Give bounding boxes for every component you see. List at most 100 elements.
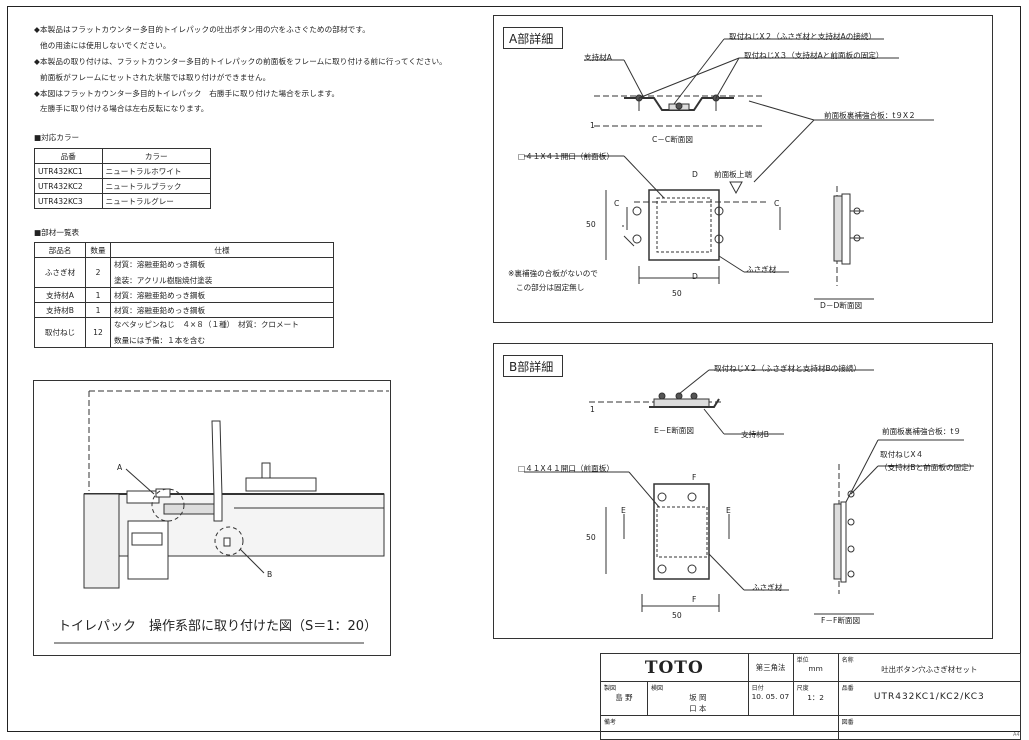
- drawing-number-cell: 図番: [837, 715, 1022, 740]
- checked-by: 坂 岡: [689, 693, 707, 702]
- check-cell: 検図坂 岡口 本: [647, 681, 749, 716]
- remarks-cell: 備考: [600, 715, 839, 740]
- parts-header: 部品名: [34, 242, 86, 258]
- detail-b-title: B部詳細: [509, 360, 554, 374]
- colors-title: ■対応カラー: [34, 133, 80, 142]
- parts-header: 数量: [85, 242, 111, 258]
- unit-label: 単位: [796, 657, 809, 664]
- dim-1-b: 1: [590, 405, 595, 414]
- overview-panel: A B トイレパック 操作系部に取り付けた図（S＝1：20）: [33, 380, 391, 656]
- front-top: 前面板上端: [714, 170, 752, 179]
- spec-line: 材質：溶融亜鉛めっき鋼板: [114, 260, 206, 269]
- dim-50-v-b: 50: [586, 533, 596, 542]
- support-a-label: 支持材A: [584, 53, 612, 62]
- drawn-cell: 製図島 野: [600, 681, 648, 716]
- colors-header: 品番: [34, 148, 103, 164]
- label-b: B: [267, 570, 273, 579]
- projection: 第三角法: [747, 653, 794, 682]
- drawn-label: 製図: [604, 685, 617, 692]
- table-cell: 材質：溶融亜鉛めっき鋼板塗装：アクリル樹脂焼付塗装: [110, 257, 334, 288]
- table-cell: ニュートラルブラック: [101, 178, 212, 194]
- opening-a: □４１X４１開口（前面板）: [518, 152, 614, 161]
- drawing-frame: [7, 6, 1021, 732]
- screw-x3-a: 取付ねじX３（支持材Aと前面板の固定）: [744, 51, 884, 60]
- section-dd: D－D断面図: [820, 301, 863, 310]
- scale-value: 1：2: [807, 693, 824, 702]
- screw-x2-a: 取付ねじX２（ふさぎ材と支持材Aの接続）: [729, 32, 877, 41]
- sheet-size: A4: [1013, 732, 1020, 738]
- cover-a: ふさぎ材: [746, 265, 777, 274]
- table-cell: ニュートラルグレー: [101, 193, 212, 209]
- date-label: 日付: [751, 685, 764, 692]
- part-number: UTR432KC1/KC2/KC3: [873, 692, 985, 702]
- toto-logo: TOTO: [600, 653, 749, 682]
- detail-a-drawing: [524, 38, 934, 300]
- name-label: 名称: [841, 657, 854, 664]
- overview-drawing: [54, 390, 389, 644]
- mark-f-bottom: F: [692, 595, 697, 604]
- detail-a-title: A部詳細: [509, 32, 554, 46]
- check-label: 検図: [651, 685, 664, 692]
- table-cell: なべタッピンねじ ４×８（１種） 材質：クロメート数量には予備：１本を含む: [110, 317, 334, 348]
- reinforce-b: 前面板裏補強合板：t９: [882, 427, 961, 436]
- support-b-label: 支持材B: [741, 430, 769, 439]
- section-ee: E－E断面図: [654, 426, 694, 435]
- detail-a-title-box: [503, 27, 563, 49]
- spec-line: 塗装：アクリル樹脂焼付塗装: [114, 276, 213, 285]
- drawing-name: 吐出ボタン穴ふさぎ材セット: [881, 665, 978, 674]
- scale-label: 尺度: [796, 685, 809, 692]
- date-value: 10. 05. 07: [751, 692, 790, 701]
- screw-x4: 取付ねじX４: [880, 450, 924, 459]
- mark-d-bottom: D: [692, 272, 698, 281]
- opening-b: □４１X４１開口（前面板）: [518, 464, 614, 473]
- name-cell: 名称吐出ボタン穴ふさぎ材セット: [837, 653, 1022, 682]
- dim-50-h-a: 50: [672, 289, 682, 298]
- spec-line: なべタッピンねじ ４×８（１種） 材質：クロメート: [114, 320, 299, 329]
- note-line: 前面板がフレームにセットされた状態では取り付けができません。: [40, 73, 271, 82]
- checked-by-2: 口 本: [689, 704, 707, 713]
- no-fix-1: ※裏補強の合板がないので: [508, 269, 598, 278]
- mark-c-left: C: [614, 199, 620, 208]
- mark-c-right: C: [774, 199, 780, 208]
- table-cell: 1: [85, 287, 111, 303]
- table-cell: 支持材A: [34, 287, 86, 303]
- table-cell: ふさぎ材: [34, 257, 86, 288]
- note-line: ◆本製品はフラットカウンター多目的トイレパックの吐出ボタン用の穴をふさぐための部…: [34, 25, 371, 34]
- table-cell: UTR432KC3: [34, 193, 103, 209]
- cover-b: ふさぎ材: [752, 583, 783, 592]
- table-cell: 1: [85, 302, 111, 318]
- mark-e-right: E: [726, 506, 731, 515]
- table-cell: 材質：溶融亜鉛めっき鋼板: [110, 302, 334, 318]
- reinforce-a: 前面板裏補強合板：t９X２: [824, 111, 916, 120]
- table-cell: 2: [85, 257, 111, 288]
- colors-header: カラー: [101, 148, 212, 164]
- table-cell: UTR432KC1: [34, 163, 103, 179]
- dim-1-a: 1: [590, 121, 595, 130]
- parts-header: 仕様: [110, 242, 334, 258]
- dim-50-h-b: 50: [672, 611, 682, 620]
- screw-x2-b: 取付ねじX２（ふさぎ材と支持材Bの接続）: [714, 364, 862, 373]
- table-cell: 取付ねじ: [34, 317, 86, 348]
- unit-value: mm: [808, 664, 823, 673]
- table-cell: 支持材B: [34, 302, 86, 318]
- mark-e-left: E: [621, 506, 626, 515]
- note-line: ◆本製品の取り付けは、フラットカウンター多目的トイレパックの前面板をフレームに取…: [34, 57, 447, 66]
- detail-b-title-box: [503, 355, 563, 377]
- dim-50-v-a: 50: [586, 220, 596, 229]
- spec-line: 数量には予備：１本を含む: [114, 336, 206, 345]
- mark-f-top: F: [692, 473, 697, 482]
- section-ff: F－F断面図: [821, 616, 861, 625]
- note-line: 他の用途には使用しないでください。: [40, 41, 171, 50]
- table-cell: UTR432KC2: [34, 178, 103, 194]
- detail-a-panel: A部詳細: [493, 15, 993, 323]
- table-cell: 12: [85, 317, 111, 348]
- drawn-by: 島 野: [615, 693, 633, 702]
- label-a: A: [117, 463, 123, 472]
- note-line: ◆本図はフラットカウンター多目的トイレパック 右勝手に取り付けた場合を示します。: [34, 89, 340, 98]
